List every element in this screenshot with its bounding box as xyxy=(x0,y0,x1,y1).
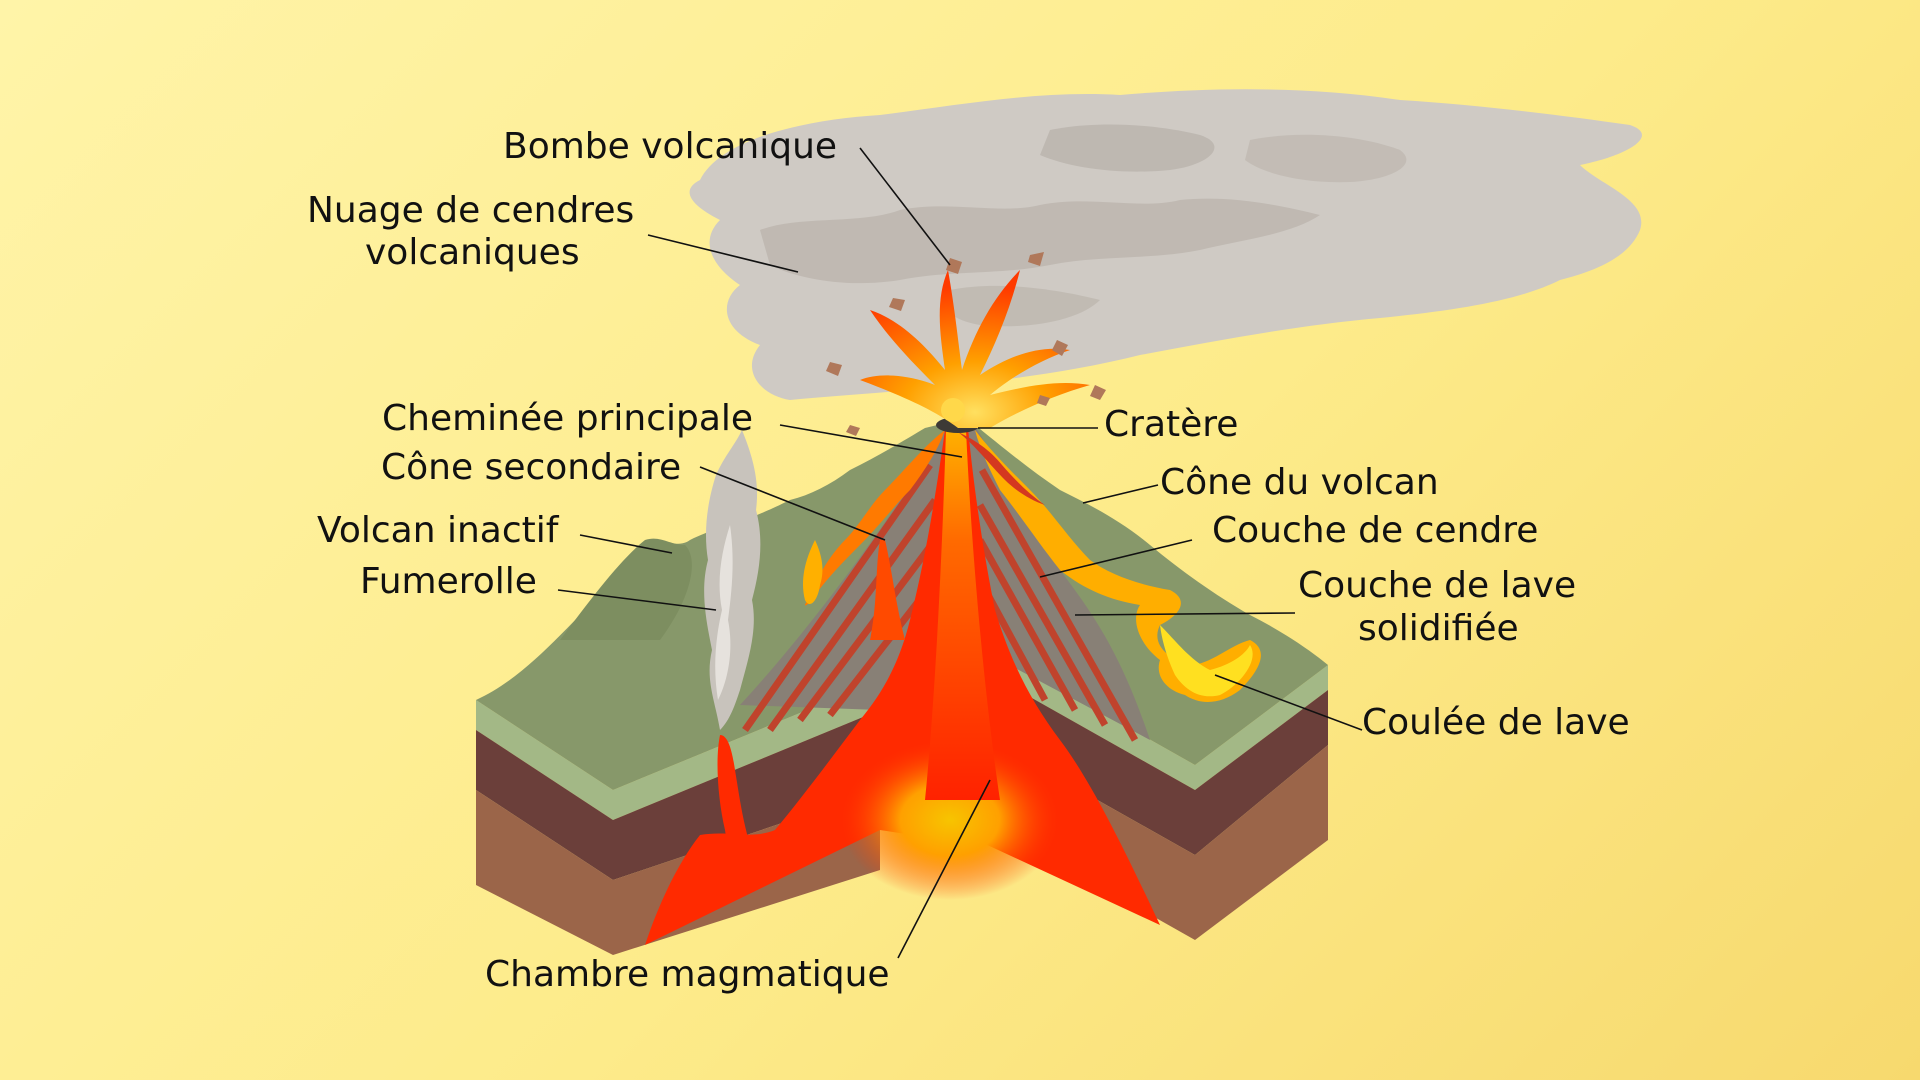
ash-cloud xyxy=(689,89,1642,400)
volcanic-bombs xyxy=(826,252,1106,436)
label-couche-lave-line2: solidifiée xyxy=(1358,608,1519,649)
label-nuage-line1: Nuage de cendres xyxy=(307,190,634,231)
label-cone-du-volcan: Cône du volcan xyxy=(1160,462,1439,503)
label-cratere: Cratère xyxy=(1104,404,1238,445)
lava-flows xyxy=(803,430,1261,702)
label-nuage-line2: volcaniques xyxy=(365,232,580,273)
label-coulee-de-lave: Coulée de lave xyxy=(1362,702,1630,743)
label-couche-lave-line1: Couche de lave xyxy=(1298,565,1576,606)
leader-lines xyxy=(557,147,1363,959)
label-cone-secondaire: Cône secondaire xyxy=(381,447,681,488)
eruption-burst xyxy=(860,270,1090,428)
label-cheminee-principale: Cheminée principale xyxy=(382,398,753,439)
fumarole-plume xyxy=(704,430,761,730)
label-volcan-inactif: Volcan inactif xyxy=(317,510,560,551)
label-fumerolle: Fumerolle xyxy=(360,561,537,602)
label-bombe-volcanique: Bombe volcanique xyxy=(503,126,837,167)
label-chambre-magmatique: Chambre magmatique xyxy=(485,954,890,995)
label-couche-de-cendre: Couche de cendre xyxy=(1212,510,1538,551)
